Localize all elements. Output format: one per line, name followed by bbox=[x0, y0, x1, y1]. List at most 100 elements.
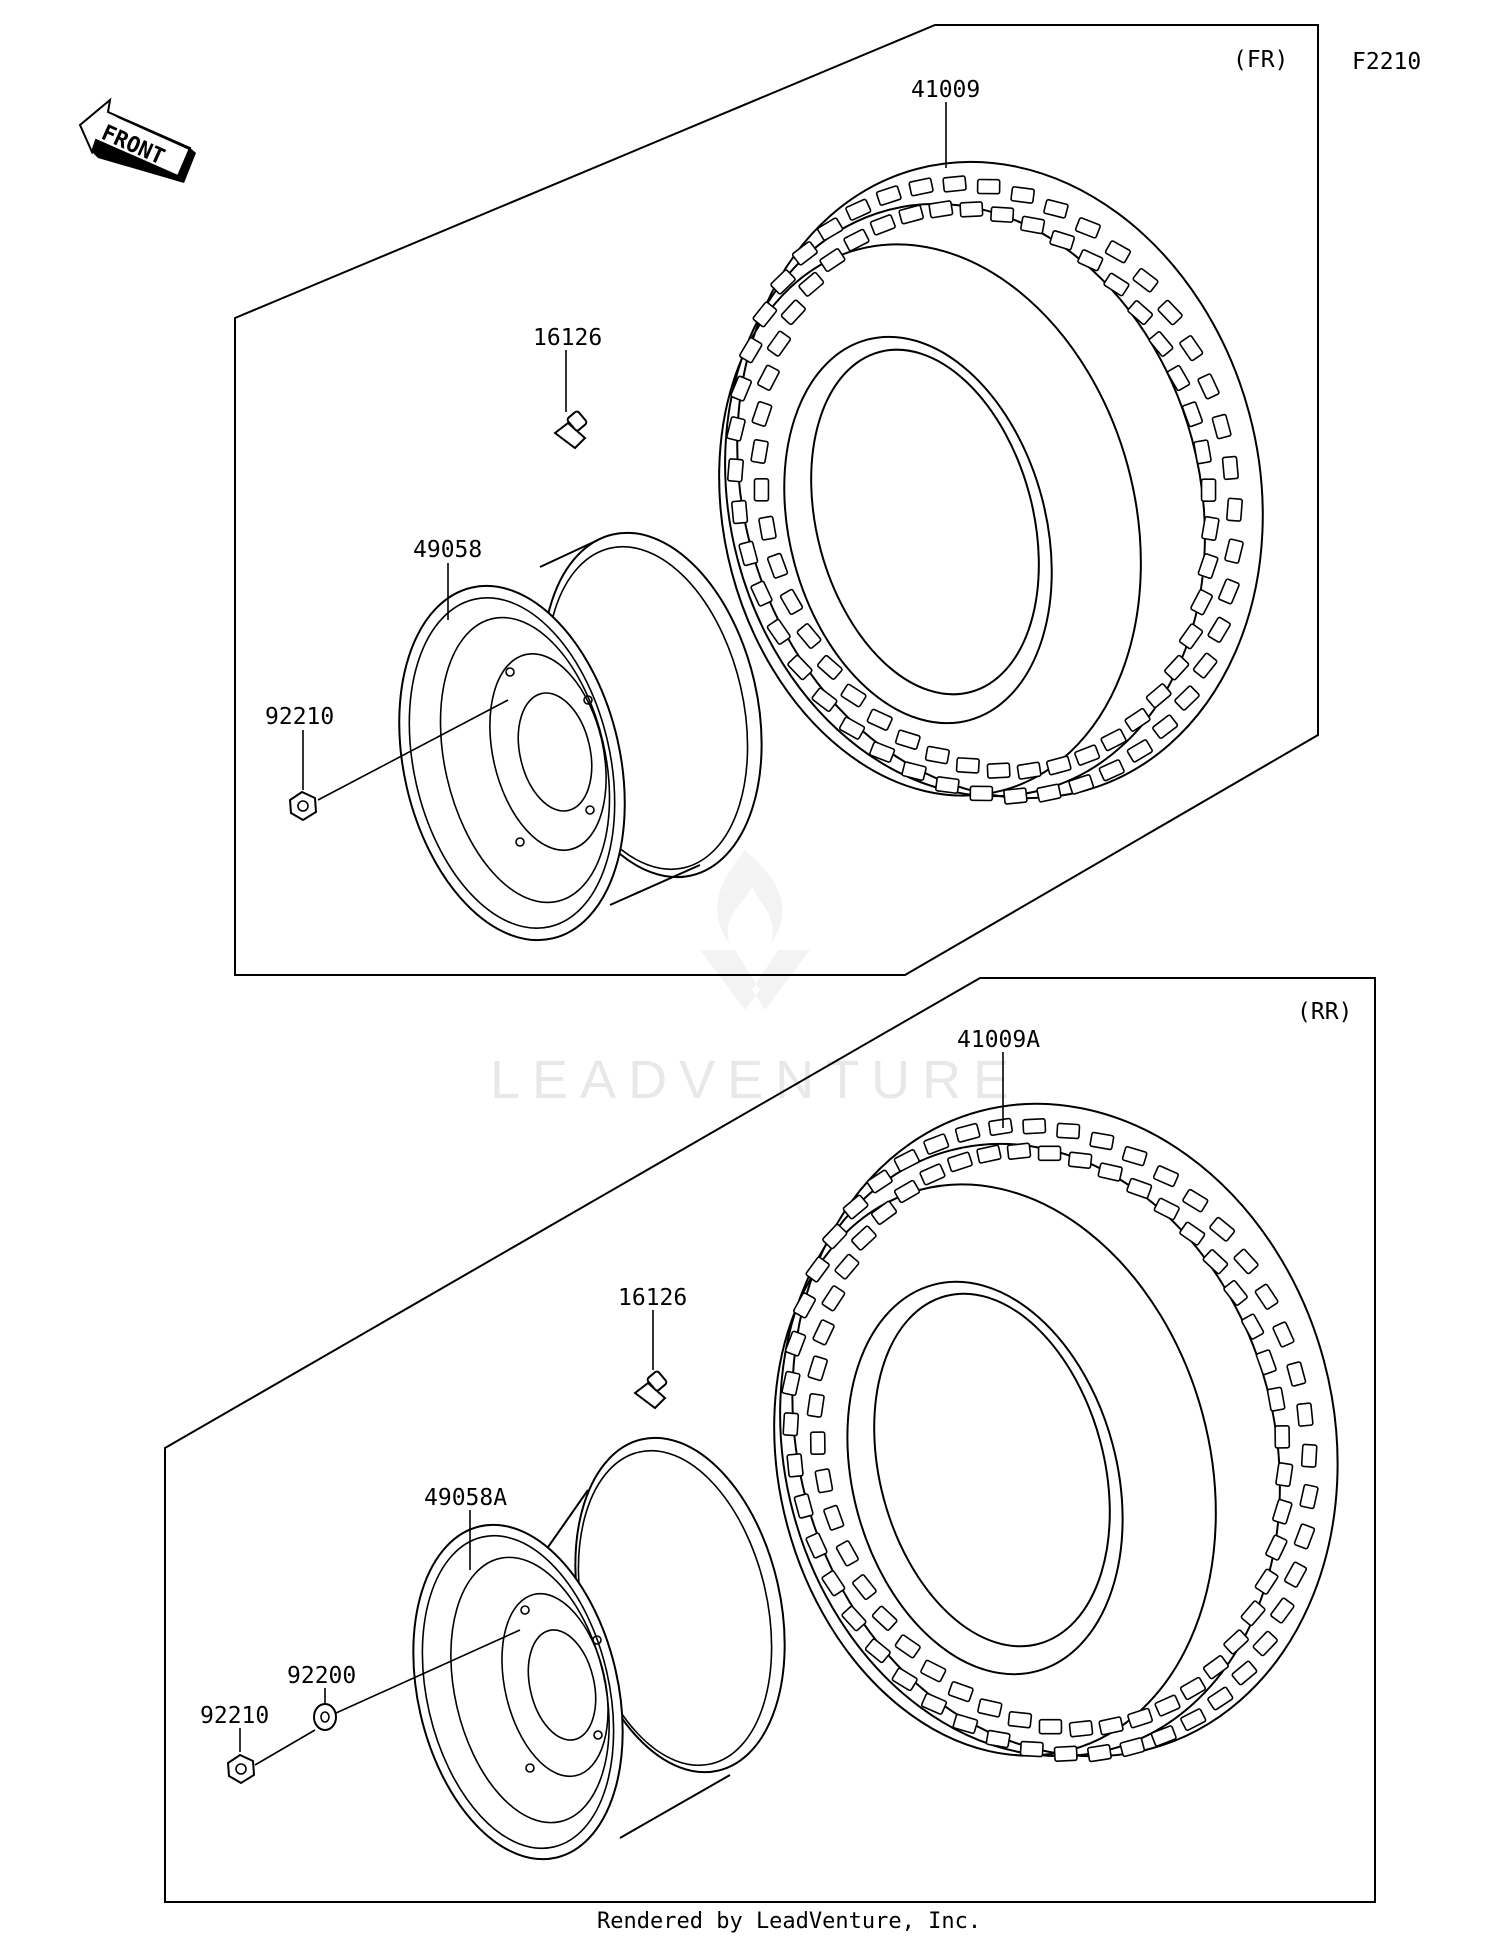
tread-knob bbox=[1224, 538, 1244, 564]
tread-knob bbox=[753, 478, 770, 502]
tread-knob bbox=[1255, 1349, 1277, 1376]
tread-knob bbox=[893, 1149, 920, 1172]
tread-knob bbox=[908, 177, 934, 197]
tread-knob bbox=[1266, 1386, 1286, 1412]
tread-knob bbox=[988, 1117, 1014, 1136]
tread-knob bbox=[894, 729, 921, 750]
tread-knob bbox=[1299, 1483, 1319, 1510]
tread-knob bbox=[1127, 300, 1154, 326]
tread-knob bbox=[834, 1253, 860, 1280]
tread-knob bbox=[928, 200, 954, 219]
tread-knob bbox=[766, 618, 791, 645]
tread-knob bbox=[750, 439, 769, 465]
tread-knob bbox=[1007, 1710, 1033, 1729]
tread-knob bbox=[792, 1292, 816, 1319]
tread-knob bbox=[1126, 1177, 1153, 1199]
tread-knob bbox=[1098, 759, 1125, 782]
rear-nut-part-number: 92210 bbox=[200, 1703, 269, 1729]
tread-knob bbox=[1293, 1523, 1316, 1550]
tread-knob bbox=[969, 785, 994, 802]
front-wheel-part-number: 49058 bbox=[413, 537, 482, 563]
tread-knob bbox=[1020, 215, 1046, 235]
rear-valve-stem bbox=[633, 1370, 668, 1410]
tread-knob bbox=[924, 745, 950, 765]
tread-knob bbox=[1240, 1600, 1266, 1627]
tread-knob bbox=[852, 1574, 877, 1601]
tread-knob bbox=[1006, 1142, 1032, 1160]
tread-knob bbox=[1179, 335, 1204, 362]
tread-knob bbox=[1192, 652, 1218, 679]
tread-knob bbox=[814, 1468, 834, 1494]
tread-knob bbox=[1218, 578, 1240, 605]
tread-knob bbox=[750, 580, 773, 607]
tread-knob bbox=[793, 1493, 814, 1519]
tread-knob bbox=[1022, 1117, 1047, 1135]
tread-knob bbox=[1166, 364, 1191, 392]
tread-knob bbox=[1197, 373, 1220, 400]
tread-knob bbox=[1254, 1568, 1279, 1595]
tread-knob bbox=[805, 1256, 830, 1283]
tread-knob bbox=[1274, 1425, 1291, 1449]
tread-knob bbox=[1164, 654, 1190, 681]
tread-knob bbox=[739, 337, 763, 364]
tread-knob bbox=[864, 1638, 891, 1664]
rear-tire-part-number: 41009A bbox=[957, 1027, 1040, 1053]
tread-knob bbox=[796, 623, 822, 649]
tread-knob bbox=[1153, 1197, 1180, 1221]
tread-knob bbox=[781, 1370, 801, 1397]
front-wheel bbox=[398, 531, 763, 942]
tread-knob bbox=[1150, 1725, 1177, 1747]
tread-knob bbox=[985, 1729, 1011, 1749]
front-valve-stem bbox=[553, 410, 588, 450]
tread-knob bbox=[1089, 1131, 1115, 1151]
tread-knob bbox=[1132, 267, 1159, 293]
tread-knob bbox=[766, 552, 789, 579]
tread-knob bbox=[812, 1319, 835, 1346]
rear-tire bbox=[773, 1102, 1339, 1763]
rear-tire-tread bbox=[781, 1117, 1319, 1763]
tread-knob bbox=[851, 1225, 877, 1251]
watermark-text: LEADVENTURE bbox=[490, 1050, 1021, 1110]
tread-knob bbox=[779, 588, 804, 616]
tread-knob bbox=[1019, 1740, 1044, 1758]
tread-knob bbox=[1223, 1279, 1248, 1306]
tread-knob bbox=[1182, 1188, 1209, 1213]
tread-knob bbox=[1233, 1248, 1259, 1275]
diagram-code: F2210 bbox=[1352, 49, 1421, 75]
front-valve-part-number: 16126 bbox=[533, 325, 602, 351]
rear-group-frame bbox=[164, 977, 1376, 1903]
tread-knob bbox=[1043, 198, 1069, 219]
tread-knob bbox=[1202, 1655, 1229, 1680]
tread-knob bbox=[843, 228, 870, 252]
tread-knob bbox=[726, 458, 744, 483]
tread-knob bbox=[731, 499, 749, 525]
tread-knob bbox=[766, 330, 792, 357]
tread-knob bbox=[942, 175, 967, 193]
front-wheel-group: (FR) bbox=[234, 24, 1319, 976]
tread-knob bbox=[1157, 299, 1183, 326]
tread-knob bbox=[757, 364, 780, 391]
front-lug-nut bbox=[288, 790, 318, 822]
tread-knob bbox=[954, 1122, 981, 1143]
tread-knob bbox=[1145, 683, 1172, 709]
rear-washer bbox=[313, 1703, 337, 1731]
rear-wheel bbox=[412, 1436, 786, 1861]
rear-wheel-group: (RR) bbox=[164, 977, 1376, 1903]
tread-knob bbox=[730, 375, 752, 402]
tread-knob bbox=[1152, 714, 1179, 739]
tread-knob bbox=[1049, 230, 1076, 251]
tread-knob bbox=[840, 683, 867, 708]
tread-knob bbox=[891, 1667, 918, 1692]
tread-knob bbox=[1100, 728, 1127, 752]
front-tire-tread bbox=[726, 175, 1244, 805]
tread-knob bbox=[1126, 739, 1153, 763]
tread-knob bbox=[1209, 1216, 1236, 1242]
tread-knob bbox=[1202, 1249, 1229, 1275]
tread-knob bbox=[1272, 1321, 1295, 1348]
tread-knob bbox=[1074, 744, 1101, 766]
tread-knob bbox=[919, 1163, 946, 1186]
tread-knob bbox=[1067, 1151, 1093, 1170]
tread-knob bbox=[811, 687, 838, 713]
tread-knob bbox=[1174, 685, 1200, 711]
